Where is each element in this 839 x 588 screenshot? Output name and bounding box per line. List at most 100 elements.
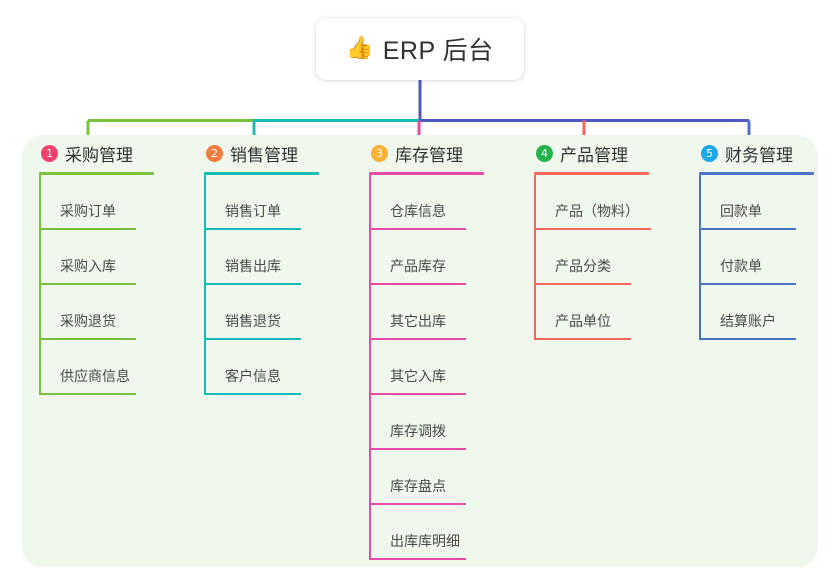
module-header[interactable]: 2 销售管理 bbox=[195, 135, 360, 172]
module-number-badge: 2 bbox=[206, 145, 223, 162]
root-node[interactable]: 👍 ERP 后台 bbox=[316, 18, 524, 80]
module-item-underline bbox=[369, 338, 466, 340]
module-title: 销售管理 bbox=[230, 146, 298, 165]
module-title: 采购管理 bbox=[65, 146, 133, 165]
module-item-label: 采购订单 bbox=[60, 203, 116, 219]
branch-spine bbox=[534, 175, 536, 340]
module-item-underline bbox=[204, 228, 301, 230]
module-item-underline bbox=[369, 228, 466, 230]
module-branch: 仓库信息产品库存其它出库其它入库库存调拨库存盘点出库库明细 bbox=[369, 175, 525, 560]
module-item-underline bbox=[39, 228, 136, 230]
module-branch: 回款单付款单结算账户 bbox=[699, 175, 839, 340]
module-branch: 销售订单销售出库销售退货客户信息 bbox=[204, 175, 360, 395]
module-item[interactable]: 其它入库 bbox=[369, 340, 525, 395]
module-item-underline bbox=[204, 283, 301, 285]
module-item-underline bbox=[534, 228, 651, 230]
module-item[interactable]: 回款单 bbox=[699, 175, 839, 230]
module-column: 1 采购管理采购订单采购入库采购退货供应商信息 bbox=[30, 135, 195, 395]
module-header[interactable]: 1 采购管理 bbox=[30, 135, 195, 172]
module-item-underline bbox=[699, 338, 796, 340]
module-item[interactable]: 仓库信息 bbox=[369, 175, 525, 230]
module-header[interactable]: 5 财务管理 bbox=[690, 135, 839, 172]
branch-spine bbox=[369, 175, 371, 560]
module-item[interactable]: 销售退货 bbox=[204, 285, 360, 340]
module-item[interactable]: 结算账户 bbox=[699, 285, 839, 340]
branch-spine bbox=[204, 175, 206, 395]
module-item[interactable]: 销售订单 bbox=[204, 175, 360, 230]
module-item-label: 销售退货 bbox=[225, 313, 281, 329]
module-item-underline bbox=[204, 338, 301, 340]
module-item[interactable]: 产品（物料） bbox=[534, 175, 690, 230]
module-item-label: 其它入库 bbox=[390, 368, 446, 384]
module-item-label: 仓库信息 bbox=[390, 203, 446, 219]
modules-panel bbox=[22, 135, 818, 567]
module-column: 5 财务管理回款单付款单结算账户 bbox=[690, 135, 839, 340]
module-item[interactable]: 库存盘点 bbox=[369, 450, 525, 505]
module-item[interactable]: 其它出库 bbox=[369, 285, 525, 340]
module-item[interactable]: 采购入库 bbox=[39, 230, 195, 285]
module-item-label: 产品分类 bbox=[555, 258, 611, 274]
module-item[interactable]: 采购订单 bbox=[39, 175, 195, 230]
module-item[interactable]: 采购退货 bbox=[39, 285, 195, 340]
module-underline bbox=[39, 172, 154, 175]
module-item-underline bbox=[39, 338, 136, 340]
module-item[interactable]: 产品分类 bbox=[534, 230, 690, 285]
module-item-underline bbox=[39, 283, 136, 285]
module-item-label: 销售订单 bbox=[225, 203, 281, 219]
module-item[interactable]: 付款单 bbox=[699, 230, 839, 285]
module-item-underline bbox=[369, 283, 466, 285]
module-item[interactable]: 客户信息 bbox=[204, 340, 360, 395]
module-item[interactable]: 产品库存 bbox=[369, 230, 525, 285]
module-underline bbox=[369, 172, 484, 175]
module-underline bbox=[534, 172, 649, 175]
module-item-underline bbox=[369, 393, 466, 395]
module-number-badge: 4 bbox=[536, 145, 553, 162]
module-item-label: 产品库存 bbox=[390, 258, 446, 274]
module-item-underline bbox=[534, 283, 631, 285]
module-item-underline bbox=[204, 393, 301, 395]
module-item-label: 库存盘点 bbox=[390, 478, 446, 494]
module-item-underline bbox=[534, 338, 631, 340]
module-item[interactable]: 出库库明细 bbox=[369, 505, 525, 560]
module-item-label: 付款单 bbox=[720, 258, 762, 274]
module-underline bbox=[204, 172, 319, 175]
module-branch: 采购订单采购入库采购退货供应商信息 bbox=[39, 175, 195, 395]
module-item-underline bbox=[369, 448, 466, 450]
module-item[interactable]: 供应商信息 bbox=[39, 340, 195, 395]
branch-spine bbox=[699, 175, 701, 340]
module-underline bbox=[699, 172, 814, 175]
thumbs-up-icon: 👍 bbox=[346, 36, 374, 61]
module-item-label: 客户信息 bbox=[225, 368, 281, 384]
module-branch: 产品（物料） 产品分类产品单位 bbox=[534, 175, 690, 340]
module-title: 库存管理 bbox=[395, 146, 463, 165]
module-item-label: 销售出库 bbox=[225, 258, 281, 274]
module-item-label: 其它出库 bbox=[390, 313, 446, 329]
module-number-badge: 5 bbox=[701, 145, 718, 162]
module-item-label: 回款单 bbox=[720, 203, 762, 219]
module-item-underline bbox=[369, 503, 466, 505]
module-item-underline bbox=[369, 558, 466, 560]
module-title: 财务管理 bbox=[725, 146, 793, 165]
module-item[interactable]: 产品单位 bbox=[534, 285, 690, 340]
modules-columns: 1 采购管理采购订单采购入库采购退货供应商信息 2 销售管理销售订单销售出库销售退货客… bbox=[22, 135, 818, 567]
module-item-label: 库存调拨 bbox=[390, 423, 446, 439]
module-item-underline bbox=[39, 393, 136, 395]
module-item-label: 采购退货 bbox=[60, 313, 116, 329]
module-item-label: 结算账户 bbox=[720, 313, 776, 329]
module-item[interactable]: 销售出库 bbox=[204, 230, 360, 285]
root-title: ERP 后台 bbox=[382, 37, 494, 65]
module-number-badge: 1 bbox=[41, 145, 58, 162]
module-item-underline bbox=[699, 283, 796, 285]
branch-spine bbox=[39, 175, 41, 395]
module-item-label: 产品（物料） bbox=[555, 203, 639, 219]
module-item[interactable]: 库存调拨 bbox=[369, 395, 525, 450]
module-item-label: 产品单位 bbox=[555, 313, 611, 329]
module-item-label: 出库库明细 bbox=[390, 533, 460, 549]
module-item-label: 供应商信息 bbox=[60, 368, 130, 384]
module-column: 2 销售管理销售订单销售出库销售退货客户信息 bbox=[195, 135, 360, 395]
module-item-underline bbox=[699, 228, 796, 230]
